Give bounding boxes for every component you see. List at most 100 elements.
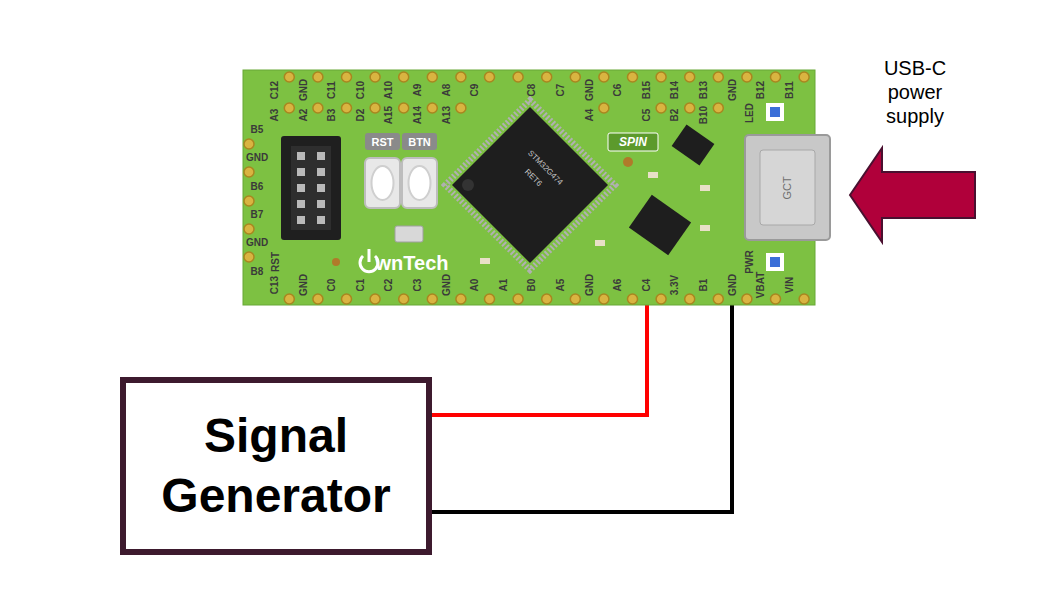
- pin-hole: [427, 294, 437, 304]
- pin-hole: [685, 103, 695, 113]
- pin-hole: [370, 294, 380, 304]
- pin-hole: [244, 167, 254, 177]
- pin-label: PWR: [745, 250, 755, 273]
- power-symbol: [368, 249, 371, 262]
- pin-label: B2: [670, 109, 680, 122]
- pin-label: C6: [613, 84, 623, 97]
- header-pin: [297, 152, 305, 160]
- header-pin: [297, 200, 305, 208]
- pin-hole: [713, 294, 723, 304]
- pin-label: C2: [384, 279, 394, 292]
- pin-label: A8: [442, 84, 452, 97]
- pin-hole: [244, 139, 254, 149]
- pin-label: VBAT: [756, 272, 766, 298]
- pin-hole: [456, 72, 466, 82]
- pin-label: C4: [642, 279, 652, 292]
- pin-hole: [771, 72, 781, 82]
- pin-label: GND: [299, 274, 309, 296]
- header-inner: [291, 146, 331, 230]
- crystal: [395, 226, 423, 242]
- header-pin: [297, 184, 305, 192]
- pin-label: A1: [499, 279, 509, 292]
- pin-label: A2: [299, 109, 309, 122]
- pin-label: C5: [642, 109, 652, 122]
- pin-hole: [284, 103, 294, 113]
- pin-hole: [599, 103, 609, 113]
- pin-label: A4: [585, 109, 595, 122]
- via: [623, 157, 633, 167]
- pin-label: A6: [613, 279, 623, 292]
- pin-label: GND: [728, 79, 738, 101]
- pin-label: B14: [670, 81, 680, 99]
- pin-label: C11: [327, 81, 337, 99]
- pin-hole: [313, 103, 323, 113]
- usb-c-shell: [760, 150, 815, 225]
- pin-hole: [599, 72, 609, 82]
- black-wire: [432, 296, 732, 512]
- pin-hole: [513, 294, 523, 304]
- header-pin: [297, 168, 305, 176]
- pin-label: B1: [699, 279, 709, 292]
- pin-hole: [742, 72, 752, 82]
- pin-label: B8: [251, 267, 264, 277]
- pin-label: C13: [270, 276, 280, 294]
- pin-label: B7: [251, 210, 264, 220]
- pin-hole: [313, 72, 323, 82]
- pin-label: GND: [246, 153, 268, 163]
- user-button: [402, 158, 437, 208]
- microcontroller: [452, 107, 608, 263]
- pin-hole: [685, 72, 695, 82]
- pin-hole: [342, 294, 352, 304]
- pin-label: B11: [785, 81, 795, 99]
- pin-hole: [313, 294, 323, 304]
- pin-hole: [456, 103, 466, 113]
- header-pins: [297, 152, 325, 224]
- pin-hole: [427, 72, 437, 82]
- supply-arrow: [850, 148, 975, 242]
- pin-label: A14: [413, 106, 423, 124]
- pin-hole: [799, 72, 809, 82]
- pin-hole: [628, 294, 638, 304]
- pin-label: VIN: [785, 277, 795, 294]
- pin-hole: [542, 72, 552, 82]
- pin-hole: [485, 294, 495, 304]
- button-label: BTN: [408, 137, 431, 148]
- header-pin: [317, 184, 325, 192]
- pin1-mark: [462, 179, 474, 191]
- pin-label: RST: [271, 252, 281, 272]
- debug-header: [281, 136, 341, 240]
- pin-hole: [628, 72, 638, 82]
- pin-label: GND: [246, 238, 268, 248]
- regulator: [672, 125, 715, 166]
- button-cap: [372, 166, 394, 200]
- led: [770, 257, 780, 267]
- pin-hole: [656, 103, 666, 113]
- header-pin: [317, 216, 325, 224]
- pin-hole: [342, 103, 352, 113]
- pin-label: C9: [470, 84, 480, 97]
- pin-label: GND: [299, 79, 309, 101]
- pin-label: C7: [556, 84, 566, 97]
- box-title: Signal Generator: [136, 406, 416, 526]
- pin-hole: [399, 294, 409, 304]
- led: [770, 107, 780, 117]
- pin-hole: [713, 72, 723, 82]
- pin-label: C1: [356, 279, 366, 292]
- pin-label: C3: [413, 279, 423, 292]
- led: [766, 253, 784, 271]
- pin-hole: [284, 72, 294, 82]
- pin-label: B13: [699, 81, 709, 99]
- pin-label: GND: [728, 274, 738, 296]
- signal-generator-box: Signal Generator: [120, 377, 432, 555]
- pin-label: B3: [327, 109, 337, 122]
- header-pin: [317, 168, 325, 176]
- pin-hole: [244, 252, 254, 262]
- pin-label: C12: [270, 81, 280, 99]
- pin-hole: [427, 103, 437, 113]
- pin-label: GND: [442, 274, 452, 296]
- pin-hole: [244, 224, 254, 234]
- pin-label: C8: [527, 84, 537, 97]
- pin-hole: [370, 72, 380, 82]
- led: [766, 103, 784, 121]
- button-cap: [409, 166, 431, 200]
